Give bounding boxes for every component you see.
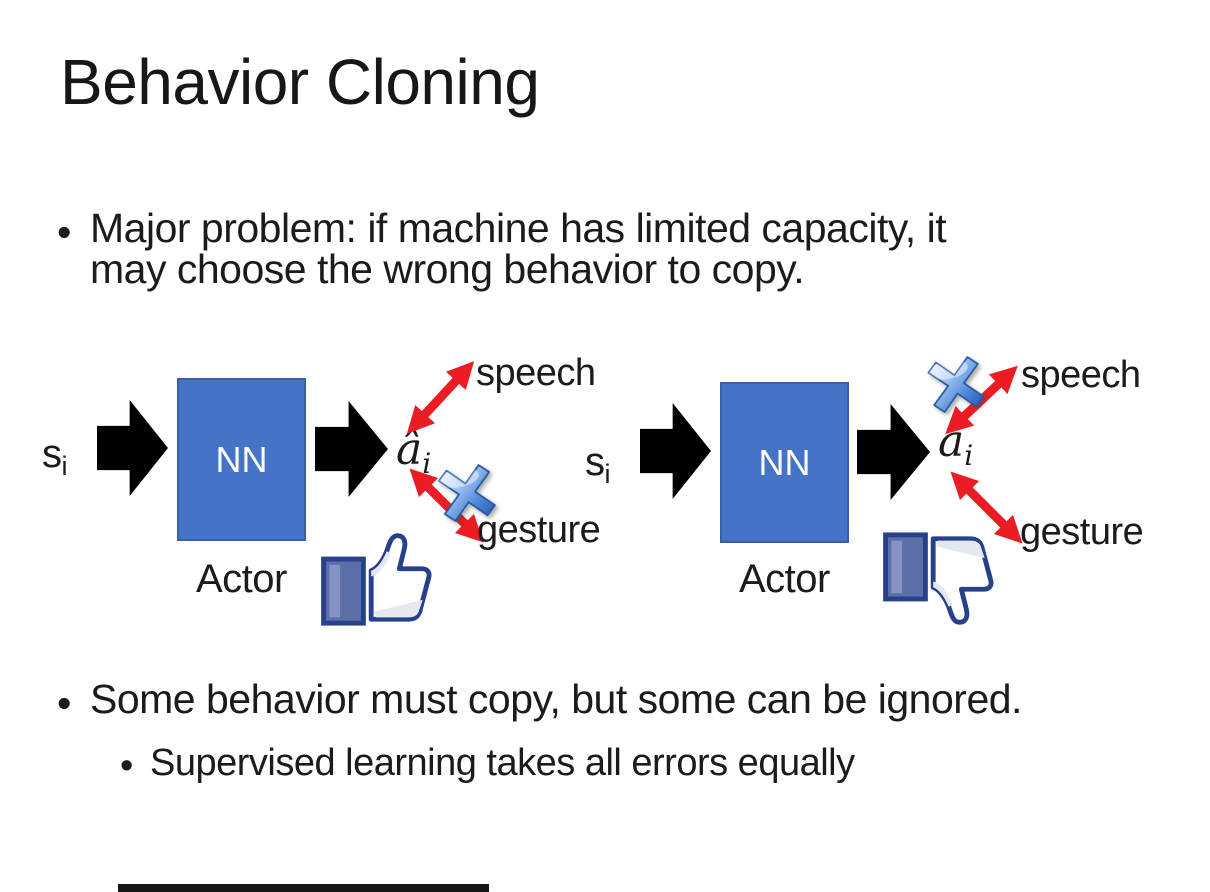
left-input-arrow-icon: [97, 400, 168, 496]
bullet-major-problem: Major problem: if machine has limited ca…: [90, 205, 947, 292]
bullet-supervised-learning: Supervised learning takes all errors equ…: [150, 742, 855, 784]
left-nn-box: NN: [177, 378, 306, 541]
right-speech-label: speech: [1021, 354, 1141, 396]
left-gesture-double-arrow-icon: [409, 468, 484, 543]
left-output-arrow-icon: [315, 401, 388, 497]
left-speech-double-arrow-icon: [406, 361, 475, 434]
bullet-marker: •: [57, 680, 72, 726]
right-gesture-double-arrow-icon: [950, 471, 1023, 544]
sub-bullet-marker: •: [120, 745, 134, 787]
bullet-major-problem-line1: Major problem: if machine has limited ca…: [90, 205, 947, 251]
left-output-action-label: âi: [396, 424, 432, 480]
left-input-state-label: si: [42, 432, 67, 481]
bottom-edge-bar: [118, 884, 489, 892]
right-input-arrow-icon: [640, 403, 711, 499]
bullet-some-behavior: Some behavior must copy, but some can be…: [90, 676, 1022, 722]
right-actor-label: Actor: [739, 557, 830, 601]
bullet-marker: •: [57, 209, 72, 255]
left-actor-label: Actor: [196, 557, 287, 601]
page-title: Behavior Cloning: [60, 46, 540, 118]
right-gesture-label: gesture: [1020, 511, 1144, 553]
right-input-state-label: si: [585, 440, 610, 489]
left-speech-label: speech: [476, 352, 596, 394]
thumbs-down-icon: [883, 532, 994, 625]
blue-x-cross-icon: [927, 356, 985, 413]
blue-x-cross-icon: [437, 464, 496, 522]
left-gesture-label: gesture: [477, 509, 601, 551]
right-nn-label: NN: [758, 441, 811, 483]
right-nn-box: NN: [720, 382, 849, 543]
left-nn-label: NN: [215, 438, 268, 480]
bullet-major-problem-line2: may choose the wrong behavior to copy.: [90, 246, 805, 292]
right-output-arrow-icon: [857, 404, 930, 500]
thumbs-up-icon: [321, 533, 432, 626]
